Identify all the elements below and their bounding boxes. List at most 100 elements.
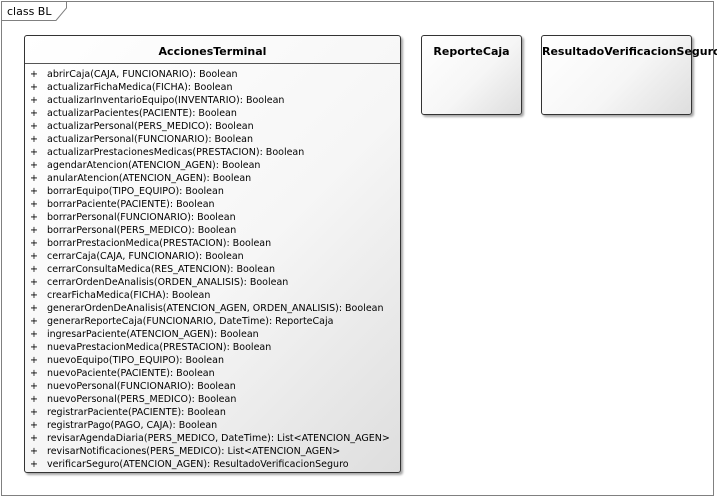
operation-signature: actualizarPersonal(PERS_MEDICO): Boolean bbox=[47, 121, 254, 132]
operation-signature: anularAtencion(ATENCION_AGEN): Boolean bbox=[47, 173, 252, 184]
visibility-marker: + bbox=[30, 69, 38, 80]
operations-list: + abrirCaja(CAJA, FUNCIONARIO): Boolean + a… bbox=[25, 64, 400, 471]
visibility-marker: + bbox=[30, 420, 38, 431]
operation-row: + cerrarOrdenDeAnalisis(ORDEN_ANALISIS): … bbox=[25, 276, 400, 289]
class-acciones-terminal[interactable]: AccionesTerminal + abrirCaja(CAJA, FUNCIO… bbox=[24, 35, 401, 473]
visibility-marker: + bbox=[30, 355, 38, 366]
operation-row: + actualizarPacientes(PACIENTE): Boolean bbox=[25, 107, 400, 120]
operation-signature: borrarPrestacionMedica(PRESTACION): Bool… bbox=[47, 238, 272, 249]
frame-tab-outline bbox=[1, 1, 67, 21]
visibility-marker: + bbox=[30, 121, 38, 132]
operation-signature: nuevoPaciente(PACIENTE): Boolean bbox=[47, 368, 215, 379]
operation-row: + nuevoPaciente(PACIENTE): Boolean bbox=[25, 367, 400, 380]
operation-signature: borrarPersonal(PERS_MEDICO): Boolean bbox=[47, 225, 237, 236]
operation-row: + actualizarPersonal(PERS_MEDICO): Boolea… bbox=[25, 120, 400, 133]
visibility-marker: + bbox=[30, 446, 38, 457]
operation-row: + verificarSeguro(ATENCION_AGEN): Resulta… bbox=[25, 458, 400, 471]
operation-signature: abrirCaja(CAJA, FUNCIONARIO): Boolean bbox=[47, 69, 238, 80]
operation-signature: actualizarPacientes(PACIENTE): Boolean bbox=[47, 108, 237, 119]
operation-row: + nuevoPersonal(PERS_MEDICO): Boolean bbox=[25, 393, 400, 406]
class-reporte-caja[interactable]: ReporteCaja bbox=[421, 35, 522, 115]
operation-signature: crearFichaMedica(FICHA): Boolean bbox=[47, 290, 211, 301]
class-resultado-verificacion-seguro[interactable]: ResultadoVerificacionSeguro bbox=[541, 35, 717, 115]
operation-row: + actualizarPrestacionesMedicas(PRESTACIO… bbox=[25, 146, 400, 159]
operation-row: + registrarPaciente(PACIENTE): Boolean bbox=[25, 406, 400, 419]
operation-signature: actualizarInventarioEquipo(INVENTARIO): … bbox=[47, 95, 285, 106]
visibility-marker: + bbox=[30, 238, 38, 249]
visibility-marker: + bbox=[30, 212, 38, 223]
visibility-marker: + bbox=[30, 82, 38, 93]
frame-label: class BL bbox=[7, 5, 52, 18]
class-name: ResultadoVerificacionSeguro bbox=[542, 45, 717, 58]
operation-signature: borrarPaciente(PACIENTE): Boolean bbox=[47, 199, 215, 210]
operation-signature: generarReporteCaja(FUNCIONARIO, DateTime… bbox=[47, 316, 334, 327]
operation-signature: verificarSeguro(ATENCION_AGEN): Resultad… bbox=[47, 459, 349, 470]
operation-signature: borrarPersonal(FUNCIONARIO): Boolean bbox=[47, 212, 236, 223]
operation-row: + cerrarConsultaMedica(RES_ATENCION): Boo… bbox=[25, 263, 400, 276]
operation-row: + revisarNotificaciones(PERS_MEDICO): Lis… bbox=[25, 445, 400, 458]
class-name: ReporteCaja bbox=[433, 45, 510, 58]
operation-row: + nuevoEquipo(TIPO_EQUIPO): Boolean bbox=[25, 354, 400, 367]
operation-signature: registrarPago(PAGO, CAJA): Boolean bbox=[47, 420, 218, 431]
operation-row: +generarOrdenDeAnalisis(ATENCION_AGEN, O… bbox=[25, 302, 400, 315]
operation-signature: actualizarPersonal(FUNCIONARIO): Boolean bbox=[47, 134, 254, 145]
operation-signature: registrarPaciente(PACIENTE): Boolean bbox=[47, 407, 226, 418]
operation-row: + borrarPersonal(PERS_MEDICO): Boolean bbox=[25, 224, 400, 237]
visibility-marker: + bbox=[30, 290, 38, 301]
operation-signature: actualizarPrestacionesMedicas(PRESTACION… bbox=[47, 147, 305, 158]
operation-signature: nuevoEquipo(TIPO_EQUIPO): Boolean bbox=[47, 355, 224, 366]
visibility-marker: + bbox=[30, 433, 38, 444]
visibility-marker: + bbox=[30, 147, 38, 158]
operation-row: + actualizarInventarioEquipo(INVENTARIO):… bbox=[25, 94, 400, 107]
operation-row: + borrarPersonal(FUNCIONARIO): Boolean bbox=[25, 211, 400, 224]
visibility-marker: + bbox=[30, 199, 38, 210]
operation-signature: cerrarCaja(CAJA, FUNCIONARIO): Boolean bbox=[47, 251, 244, 262]
class-name: AccionesTerminal bbox=[25, 36, 400, 64]
operation-row: + generarReporteCaja(FUNCIONARIO, DateTim… bbox=[25, 315, 400, 328]
operation-row: + actualizarFichaMedica(FICHA): Boolean bbox=[25, 81, 400, 94]
visibility-marker: + bbox=[30, 225, 38, 236]
operation-signature: nuevoPersonal(FUNCIONARIO): Boolean bbox=[47, 381, 236, 392]
visibility-marker: + bbox=[30, 316, 38, 327]
operation-signature: generarOrdenDeAnalisis(ATENCION_AGEN, OR… bbox=[47, 303, 384, 314]
operation-row: + abrirCaja(CAJA, FUNCIONARIO): Boolean bbox=[25, 68, 400, 81]
operation-row: + registrarPago(PAGO, CAJA): Boolean bbox=[25, 419, 400, 432]
operation-signature: nuevaPrestacionMedica(PRESTACION): Boole… bbox=[47, 342, 272, 353]
visibility-marker: + bbox=[30, 95, 38, 106]
operation-row: + anularAtencion(ATENCION_AGEN): Boolean bbox=[25, 172, 400, 185]
visibility-marker: + bbox=[30, 342, 38, 353]
operation-signature: revisarAgendaDiaria(PERS_MEDICO, DateTim… bbox=[47, 433, 390, 444]
visibility-marker: + bbox=[30, 329, 38, 340]
operation-signature: revisarNotificaciones(PERS_MEDICO): List… bbox=[47, 446, 341, 457]
operation-row: + agendarAtencion(ATENCION_AGEN): Boolean bbox=[25, 159, 400, 172]
operation-row: + revisarAgendaDiaria(PERS_MEDICO, DateTi… bbox=[25, 432, 400, 445]
visibility-marker: + bbox=[30, 264, 38, 275]
operation-row: + nuevaPrestacionMedica(PRESTACION): Bool… bbox=[25, 341, 400, 354]
visibility-marker: + bbox=[30, 108, 38, 119]
visibility-marker: + bbox=[30, 160, 38, 171]
operation-signature: cerrarConsultaMedica(RES_ATENCION): Bool… bbox=[47, 264, 275, 275]
visibility-marker: + bbox=[30, 459, 38, 470]
visibility-marker: + bbox=[30, 173, 38, 184]
visibility-marker: + bbox=[30, 186, 38, 197]
operation-row: + ingresarPaciente(ATENCION_AGEN): Boolea… bbox=[25, 328, 400, 341]
operation-row: + borrarEquipo(TIPO_EQUIPO): Boolean bbox=[25, 185, 400, 198]
operation-row: + borrarPrestacionMedica(PRESTACION): Boo… bbox=[25, 237, 400, 250]
operation-signature: actualizarFichaMedica(FICHA): Boolean bbox=[47, 82, 233, 93]
operation-row: + cerrarCaja(CAJA, FUNCIONARIO): Boolean bbox=[25, 250, 400, 263]
operation-signature: nuevoPersonal(PERS_MEDICO): Boolean bbox=[47, 394, 237, 405]
visibility-marker: + bbox=[30, 134, 38, 145]
operation-row: + nuevoPersonal(FUNCIONARIO): Boolean bbox=[25, 380, 400, 393]
operation-signature: cerrarOrdenDeAnalisis(ORDEN_ANALISIS): B… bbox=[47, 277, 289, 288]
operation-row: + crearFichaMedica(FICHA): Boolean bbox=[25, 289, 400, 302]
visibility-marker: + bbox=[30, 407, 38, 418]
visibility-marker: + bbox=[30, 394, 38, 405]
operation-signature: agendarAtencion(ATENCION_AGEN): Boolean bbox=[47, 160, 261, 171]
visibility-marker: + bbox=[30, 381, 38, 392]
operation-signature: ingresarPaciente(ATENCION_AGEN): Boolean bbox=[47, 329, 259, 340]
operation-signature: borrarEquipo(TIPO_EQUIPO): Boolean bbox=[47, 186, 224, 197]
visibility-marker: + bbox=[30, 368, 38, 379]
visibility-marker: + bbox=[30, 277, 38, 288]
visibility-marker: + bbox=[30, 251, 38, 262]
operation-row: + actualizarPersonal(FUNCIONARIO): Boolea… bbox=[25, 133, 400, 146]
